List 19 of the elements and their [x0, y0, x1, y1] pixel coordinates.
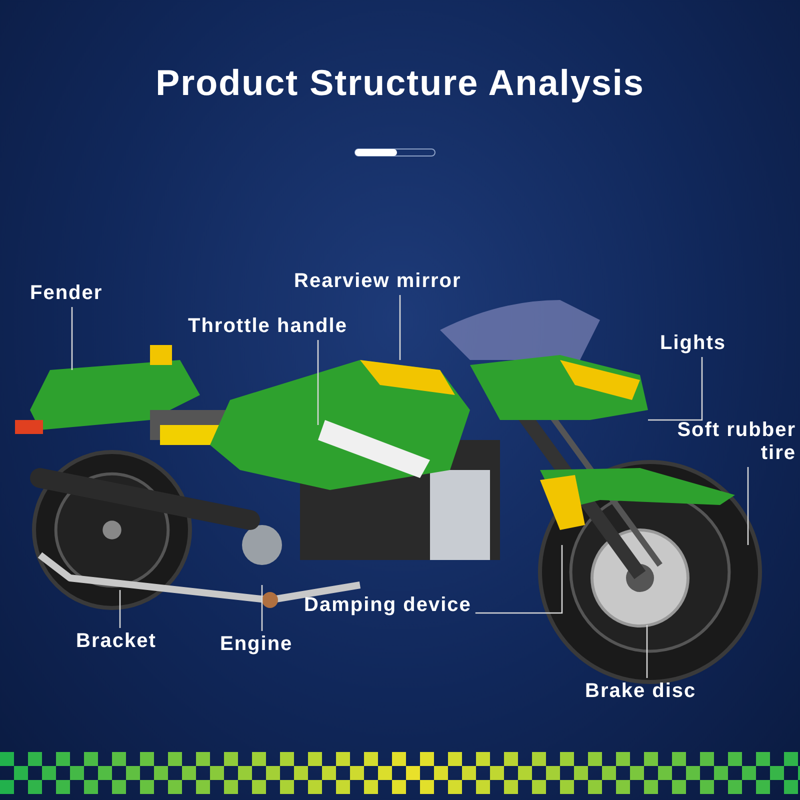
- part-label: Engine: [220, 633, 293, 656]
- part-label: Throttle handle: [188, 315, 348, 338]
- part-label: Bracket: [76, 630, 156, 653]
- title: Product Structure Analysis: [154, 62, 646, 104]
- leader-line: [317, 340, 319, 425]
- leader-line: [119, 590, 121, 628]
- leader-line: [261, 585, 263, 631]
- part-label: Rearview mirror: [294, 270, 462, 293]
- part-label: Brake disc: [585, 680, 696, 703]
- part-label: Lights: [660, 332, 726, 355]
- part-label: Fender: [30, 282, 103, 305]
- leader-line: [747, 467, 749, 545]
- part-label: Soft rubber tire: [656, 419, 796, 465]
- leader-line: [399, 295, 401, 360]
- leader-line: [646, 625, 648, 678]
- part-label: Damping device: [304, 594, 472, 617]
- leader-line: [71, 307, 73, 370]
- leader-line: [475, 545, 563, 614]
- leader-line: [648, 357, 703, 421]
